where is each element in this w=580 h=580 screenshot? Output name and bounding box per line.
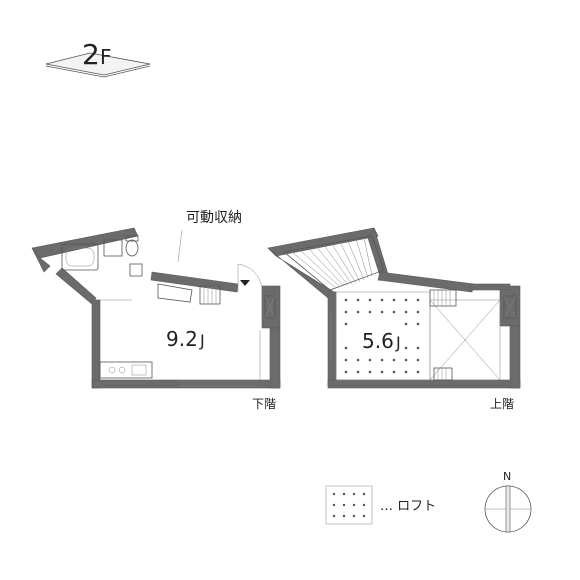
left-unit-west-wall bbox=[91, 299, 101, 389]
loft-dots bbox=[344, 298, 420, 374]
legend-swatch bbox=[325, 485, 373, 525]
closet-left bbox=[264, 295, 276, 319]
right-unit-south-wall bbox=[327, 379, 521, 389]
stairs-down-label: 下階 bbox=[252, 396, 276, 411]
floor-label-plate bbox=[45, 52, 151, 76]
left-unit-east-wall-lower bbox=[269, 327, 281, 389]
left-unit-corridor-wall bbox=[150, 271, 239, 293]
left-room-unit: J bbox=[199, 331, 205, 350]
floor-label: 2 F bbox=[45, 38, 151, 78]
sink bbox=[103, 239, 123, 257]
movable-storage bbox=[157, 283, 193, 303]
entry-arrow bbox=[240, 280, 250, 286]
right-room-area: 5.6 bbox=[362, 329, 394, 353]
void-cross-2 bbox=[429, 299, 501, 381]
stairs-left bbox=[199, 285, 221, 305]
toilet-tank bbox=[125, 235, 139, 242]
floor-number: 2 bbox=[82, 38, 100, 71]
kitchen-sink bbox=[131, 364, 147, 376]
legend-text: … ロフト bbox=[380, 499, 436, 514]
closet-right bbox=[503, 295, 517, 319]
bathtub-basin bbox=[65, 247, 95, 267]
right-unit-east-wall-upper bbox=[499, 285, 521, 327]
stairs-right bbox=[429, 289, 457, 307]
left-unit bbox=[31, 227, 281, 389]
roof-slats bbox=[283, 235, 385, 291]
right-unit-top-wall-right bbox=[469, 283, 511, 291]
stove-burner-2 bbox=[118, 366, 126, 374]
compass-needle bbox=[505, 485, 511, 533]
left-unit-diagonal-wall bbox=[55, 267, 97, 305]
compass: N bbox=[484, 470, 532, 533]
legend: … ロフト bbox=[325, 485, 436, 525]
bathtub bbox=[61, 243, 99, 271]
storage-label: 可動収納 bbox=[186, 210, 242, 226]
floor-label-plate-edge bbox=[45, 65, 151, 78]
stove-burner bbox=[108, 366, 116, 374]
entry-door bbox=[237, 263, 263, 292]
left-room-area: 9.2 bbox=[166, 327, 198, 351]
storage-leader bbox=[177, 229, 183, 263]
washing-machine bbox=[129, 263, 143, 277]
compass-north: N bbox=[503, 470, 511, 483]
right-unit bbox=[267, 227, 521, 389]
right-unit-upper-wall bbox=[377, 271, 475, 293]
left-unit-corner-wall bbox=[31, 247, 51, 273]
floor-suffix: F bbox=[100, 45, 112, 69]
ladder bbox=[433, 367, 453, 381]
right-room-unit: J bbox=[395, 333, 401, 352]
kitchen-counter bbox=[99, 361, 153, 379]
toilet bbox=[125, 239, 139, 257]
right-unit-east-wall-lower bbox=[509, 325, 521, 389]
void-area bbox=[429, 299, 501, 381]
right-unit-west-wall bbox=[327, 291, 337, 387]
stairs-up-label: 上階 bbox=[490, 396, 514, 411]
